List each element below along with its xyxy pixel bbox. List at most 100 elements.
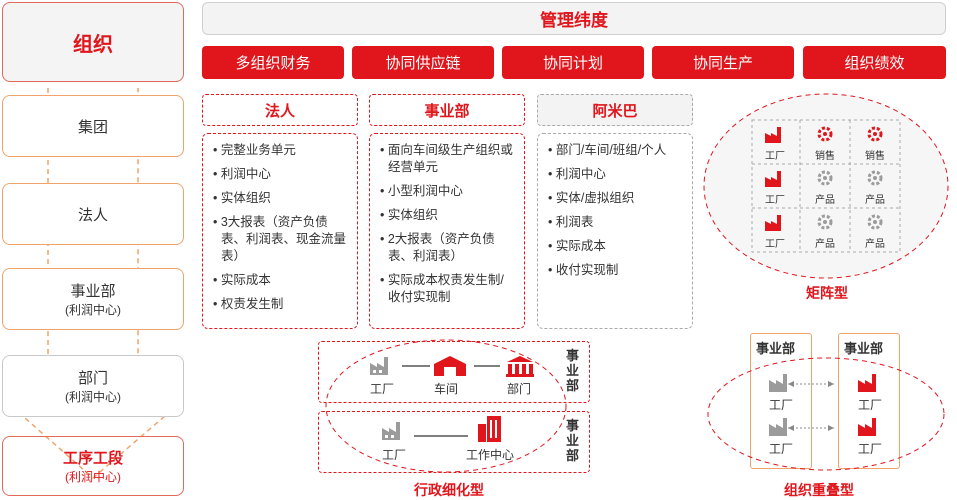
workshop-icon [434, 356, 466, 376]
col-amoeba-body: 部门/车间/班组/个人 利润中心 实体/虚拟组织 利润表 实际成本 收付实现制 [537, 133, 693, 329]
matrix-cell-label: 工厂 [765, 239, 785, 250]
header-bar: 管理纬度 [202, 2, 946, 35]
list-item: 2大报表（资产负债表、利润表） [380, 231, 514, 265]
matrix-cell-label: 产品 [815, 195, 835, 206]
overlap-header-2: 事业部 [844, 341, 884, 356]
level-group-label: 集团 [77, 118, 108, 136]
overlap-label: 工厂 [858, 398, 883, 412]
matrix-cell-label: 产品 [865, 239, 885, 250]
matrix-caption: 矩阵型 [806, 285, 848, 301]
admin-caption: 行政细化型 [414, 482, 484, 498]
tab-supply-chain[interactable]: 协同供应链 [352, 46, 494, 79]
factory-icon [370, 357, 388, 375]
matrix-cell-label: 销售 [815, 151, 835, 162]
tab-label: 协同供应链 [385, 55, 461, 72]
list-item: 利润表 [548, 214, 682, 231]
matrix-cell-label: 产品 [815, 239, 835, 250]
level-division: 事业部 (利润中心) [2, 268, 184, 330]
overlap-caption: 组织重叠型 [784, 482, 854, 498]
overlap-label: 工厂 [769, 398, 794, 412]
list-item: 收付实现制 [548, 262, 682, 279]
list-item: 利润中心 [213, 166, 347, 183]
gear-icon [814, 168, 836, 191]
col-legal-head: 法人 [202, 94, 358, 126]
list-item: 3大报表（资产负债表、利润表、现金流量表） [213, 214, 347, 265]
gear-icon [864, 212, 886, 235]
tab-production[interactable]: 协同生产 [652, 46, 794, 79]
factory-icon [769, 374, 787, 392]
admin-row1-factory: 工厂 [370, 382, 395, 396]
factory-icon [764, 168, 786, 191]
matrix-cell: 产品 [804, 206, 846, 250]
gear-icon [814, 212, 836, 235]
level-process: 工序工段 (利润中心) [2, 436, 184, 496]
level-legal-label: 法人 [77, 206, 108, 224]
tab-performance[interactable]: 组织绩效 [803, 46, 946, 79]
list-item: 部门/车间/班组/个人 [548, 142, 682, 159]
level-group: 集团 [2, 95, 184, 157]
factory-icon [382, 422, 400, 440]
matrix-cell: 产品 [854, 206, 896, 250]
list-item: 实际成本权责发生制/收付实现制 [380, 272, 514, 306]
col-amoeba-title: 阿米巴 [592, 102, 638, 120]
admin-side-label-1: 事业部 [566, 348, 580, 393]
list-item: 实体组织 [380, 207, 514, 224]
tab-label: 多组织财务 [235, 55, 311, 72]
factory-icon [769, 418, 787, 436]
tab-planning[interactable]: 协同计划 [502, 46, 644, 79]
list-item: 利润中心 [548, 166, 682, 183]
level-division-label: 事业部 [70, 283, 116, 300]
admin-row1-department: 部门 [507, 382, 532, 396]
department-icon [506, 356, 534, 377]
matrix-cell: 产品 [854, 162, 896, 206]
matrix-cell: 工厂 [754, 162, 796, 206]
overlap-label: 工厂 [769, 442, 794, 456]
factory-icon [858, 374, 876, 392]
gear-icon [864, 124, 886, 147]
org-title-box: 组织 [2, 2, 184, 82]
tab-label: 组织绩效 [844, 55, 905, 72]
tab-multi-org-finance[interactable]: 多组织财务 [202, 46, 344, 79]
matrix-cell: 产品 [804, 162, 846, 206]
admin-panel-1 [318, 341, 590, 403]
factory-icon [764, 212, 786, 235]
list-item: 实体/虚拟组织 [548, 190, 682, 207]
tab-label: 协同生产 [692, 55, 753, 72]
level-department: 部门 (利润中心) [2, 355, 184, 417]
gear-icon [814, 124, 836, 147]
matrix-cell: 工厂 [754, 118, 796, 162]
level-department-label: 部门 [77, 370, 108, 387]
list-item: 小型利润中心 [380, 183, 514, 200]
col-legal-body: 完整业务单元 利润中心 实体组织 3大报表（资产负债表、利润表、现金流量表） 实… [202, 133, 358, 329]
admin-row2-factory: 工厂 [382, 448, 407, 462]
col-division-head: 事业部 [369, 94, 525, 126]
gear-icon [864, 168, 886, 191]
col-amoeba-head: 阿米巴 [537, 94, 693, 126]
list-item: 实体组织 [213, 190, 347, 207]
matrix-cell-label: 工厂 [765, 151, 785, 162]
matrix-cell: 销售 [804, 118, 846, 162]
overlap-col-2 [838, 333, 900, 469]
list-item: 实际成本 [548, 238, 682, 255]
admin-ellipse [325, 339, 567, 473]
tab-label: 协同计划 [542, 55, 603, 72]
admin-row1-workshop: 车间 [434, 382, 459, 396]
level-division-sub: (利润中心) [65, 303, 121, 317]
list-item: 面向车间级生产组织或经营单元 [380, 142, 514, 176]
overlap-ellipse [707, 357, 945, 471]
matrix-cell-label: 工厂 [765, 195, 785, 206]
list-item: 权责发生制 [213, 296, 347, 313]
overlap-header-1: 事业部 [756, 341, 796, 356]
level-legal: 法人 [2, 183, 184, 245]
admin-side-label-2: 事业部 [566, 418, 580, 463]
col-division-body: 面向车间级生产组织或经营单元 小型利润中心 实体组织 2大报表（资产负债表、利润… [369, 133, 525, 329]
level-department-sub: (利润中心) [65, 390, 121, 404]
admin-row2-work-center: 工作中心 [466, 448, 515, 462]
level-process-sub: (利润中心) [65, 470, 121, 484]
factory-icon [764, 124, 786, 147]
overlap-label: 工厂 [858, 442, 883, 456]
col-legal-title: 法人 [264, 102, 295, 120]
col-division-title: 事业部 [424, 102, 470, 120]
overlap-col-1 [750, 333, 812, 469]
list-item: 完整业务单元 [213, 142, 347, 159]
